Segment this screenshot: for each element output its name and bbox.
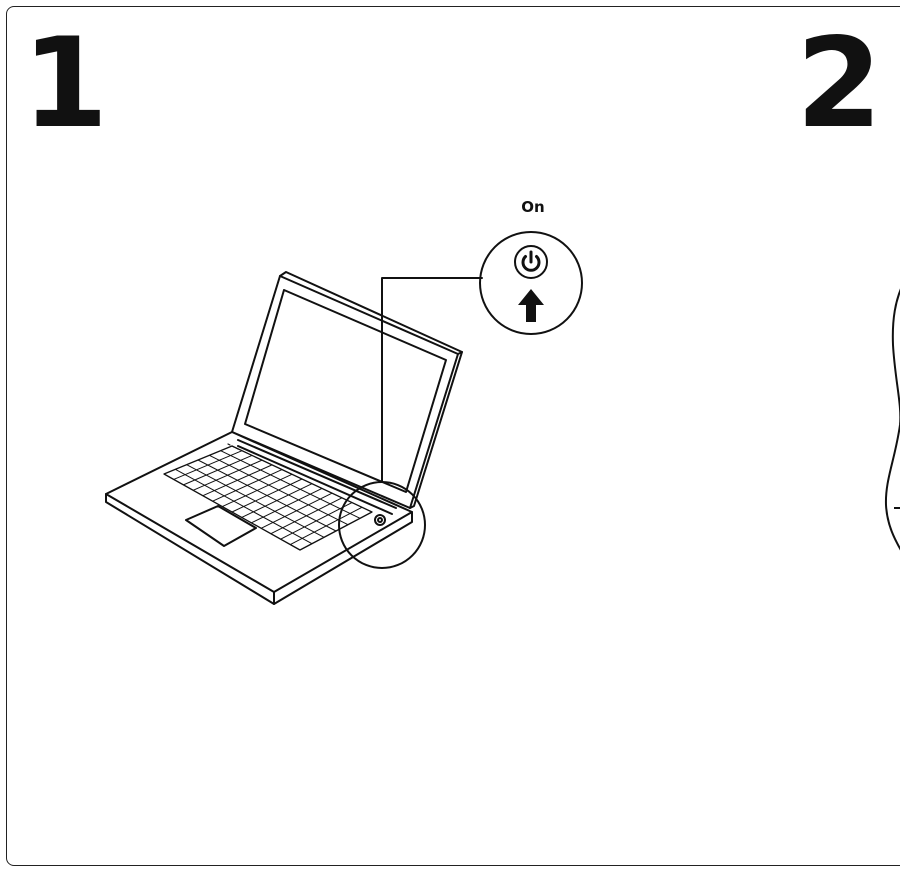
arrow-up-icon — [518, 289, 544, 322]
step-2-partial-illustration — [886, 282, 900, 552]
power-icon — [523, 252, 539, 270]
